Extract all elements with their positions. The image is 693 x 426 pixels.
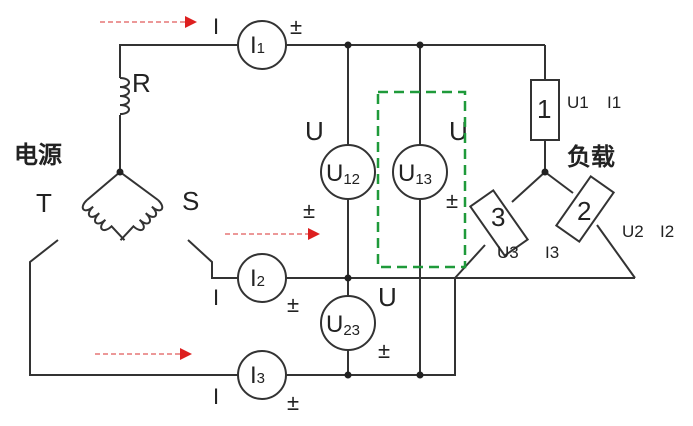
polarity-mark: ± xyxy=(287,292,299,317)
load-node-dot xyxy=(541,168,549,176)
wire-s-line xyxy=(187,239,238,279)
polarity-mark: ± xyxy=(303,198,315,223)
polarity-mark: ± xyxy=(446,188,458,213)
current-arrow-3 xyxy=(95,348,192,360)
polarity-mark: ± xyxy=(378,338,390,363)
load-title: 负载 xyxy=(567,143,615,171)
load-resistor-3: 3 U3 I3 xyxy=(468,189,559,262)
voltmeter-circle xyxy=(392,144,448,200)
resistor-current-label: I3 xyxy=(545,243,559,262)
svg-text:U23: U23 xyxy=(326,311,360,339)
source-windings xyxy=(81,77,164,241)
junction-dot xyxy=(344,41,352,49)
ammeter-i1: I1 I ± xyxy=(213,14,302,70)
svg-text:I2: I2 xyxy=(250,265,265,292)
ammeter-tag: I xyxy=(213,14,219,39)
resistor-current-label: I1 xyxy=(607,93,621,112)
polarity-mark: ± xyxy=(287,390,299,415)
resistor-box xyxy=(554,175,616,243)
ammeter-circle xyxy=(237,253,287,303)
wire-line2-to-load2 xyxy=(596,224,636,279)
load-resistor-1: 1 U1 I1 xyxy=(530,79,621,141)
load-resistor-2: 2 U2 I2 xyxy=(554,175,674,243)
resistor-box xyxy=(468,189,530,257)
voltmeter-circle xyxy=(320,295,376,351)
wire-line3 xyxy=(286,278,456,376)
svg-text:U13: U13 xyxy=(398,160,432,188)
wire-load3-to-line3 xyxy=(454,244,486,279)
ammeter-i3: I3 I ± xyxy=(213,350,299,415)
ammeter-tag: I xyxy=(213,285,219,310)
resistor-current-label: I2 xyxy=(660,222,674,241)
s-winding-coil xyxy=(119,199,164,241)
ammeter-tag: I xyxy=(213,384,219,409)
resistor-voltage-label: U1 xyxy=(567,93,589,112)
wire-node-to-load2 xyxy=(544,171,574,194)
junction-dot xyxy=(344,371,352,379)
highlight-dashed-box xyxy=(376,90,467,269)
wiring xyxy=(29,44,636,376)
voltmeter-tag: U xyxy=(305,116,324,146)
wire-r-line xyxy=(119,44,238,78)
resistor-box xyxy=(530,79,560,141)
resistor-voltage-label: U3 xyxy=(497,243,519,262)
current-arrow-1 xyxy=(100,16,197,28)
phase-label-s: S xyxy=(182,186,199,216)
resistor-number: 2 xyxy=(577,196,591,226)
phase-label-r: R xyxy=(132,68,151,98)
r-winding-coil xyxy=(119,77,130,115)
svg-text:I3: I3 xyxy=(250,362,265,389)
voltmeter-tag: U xyxy=(378,282,397,312)
junction-dots xyxy=(116,41,549,379)
junction-dot xyxy=(344,274,352,282)
ammeter-circle xyxy=(237,350,287,400)
voltmeter-u12: U12 U ± xyxy=(303,116,376,223)
resistor-number: 1 xyxy=(537,94,551,124)
wire-t-winding-start xyxy=(86,171,121,201)
voltmeter-circle xyxy=(320,144,376,200)
junction-dot xyxy=(416,371,424,379)
source-title: 电源 xyxy=(14,141,62,169)
junction-dot xyxy=(416,41,424,49)
resistor-voltage-label: U2 xyxy=(622,222,644,241)
current-arrow-2 xyxy=(225,228,320,240)
wire-s-winding-start xyxy=(119,171,159,201)
ammeter-i2: I2 I ± xyxy=(213,253,299,317)
voltmeter-u23: U23 U ± xyxy=(320,282,397,363)
t-winding-coil xyxy=(81,199,126,241)
svg-text:I1: I1 xyxy=(250,32,265,59)
voltmeter-tag: U xyxy=(449,116,468,146)
wire-t-line xyxy=(29,239,238,376)
polarity-mark: ± xyxy=(290,14,302,39)
ammeter-circle xyxy=(237,20,287,70)
phase-label-t: T xyxy=(36,188,52,218)
resistor-number: 3 xyxy=(491,202,505,232)
voltmeter-u13: U13 U ± xyxy=(392,116,468,213)
source-neutral-dot xyxy=(116,168,124,176)
wire-node-to-load3 xyxy=(511,171,546,203)
svg-text:U12: U12 xyxy=(326,160,360,188)
